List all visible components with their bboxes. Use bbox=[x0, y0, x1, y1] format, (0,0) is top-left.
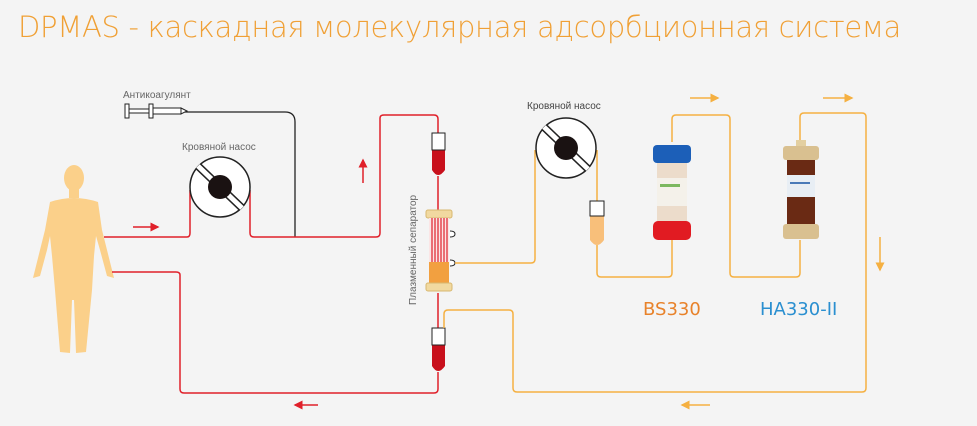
plasma-lines bbox=[443, 112, 867, 393]
ha330-label: HA330-II bbox=[760, 299, 837, 320]
ha330-cartridge-icon bbox=[783, 140, 819, 239]
syringe-icon bbox=[124, 103, 189, 119]
bs330-label: BS330 bbox=[643, 299, 701, 320]
drip-chamber-1-icon bbox=[431, 132, 446, 175]
human-figure-icon bbox=[33, 165, 114, 353]
drip-chamber-3-icon bbox=[589, 200, 605, 245]
blood-pump-1-label: Кровяной насос bbox=[182, 142, 256, 153]
drip-chamber-2-icon bbox=[431, 327, 446, 371]
plasma-separator-label: Плазменный сепаратор bbox=[408, 194, 419, 305]
anticoagulant-label: Антикоагулянт bbox=[123, 90, 191, 101]
blood-pump-1-icon bbox=[189, 156, 251, 218]
blood-lines bbox=[104, 114, 439, 394]
bs330-cartridge-icon bbox=[653, 145, 691, 240]
blood-pump-2-icon bbox=[535, 117, 597, 179]
page-title: DPMAS - каскадная молекулярная адсорбцио… bbox=[18, 10, 901, 44]
anticoagulant-line bbox=[185, 111, 296, 237]
blood-pump-2-label: Кровяной насос bbox=[527, 101, 601, 112]
plasma-separator-icon bbox=[425, 209, 456, 292]
